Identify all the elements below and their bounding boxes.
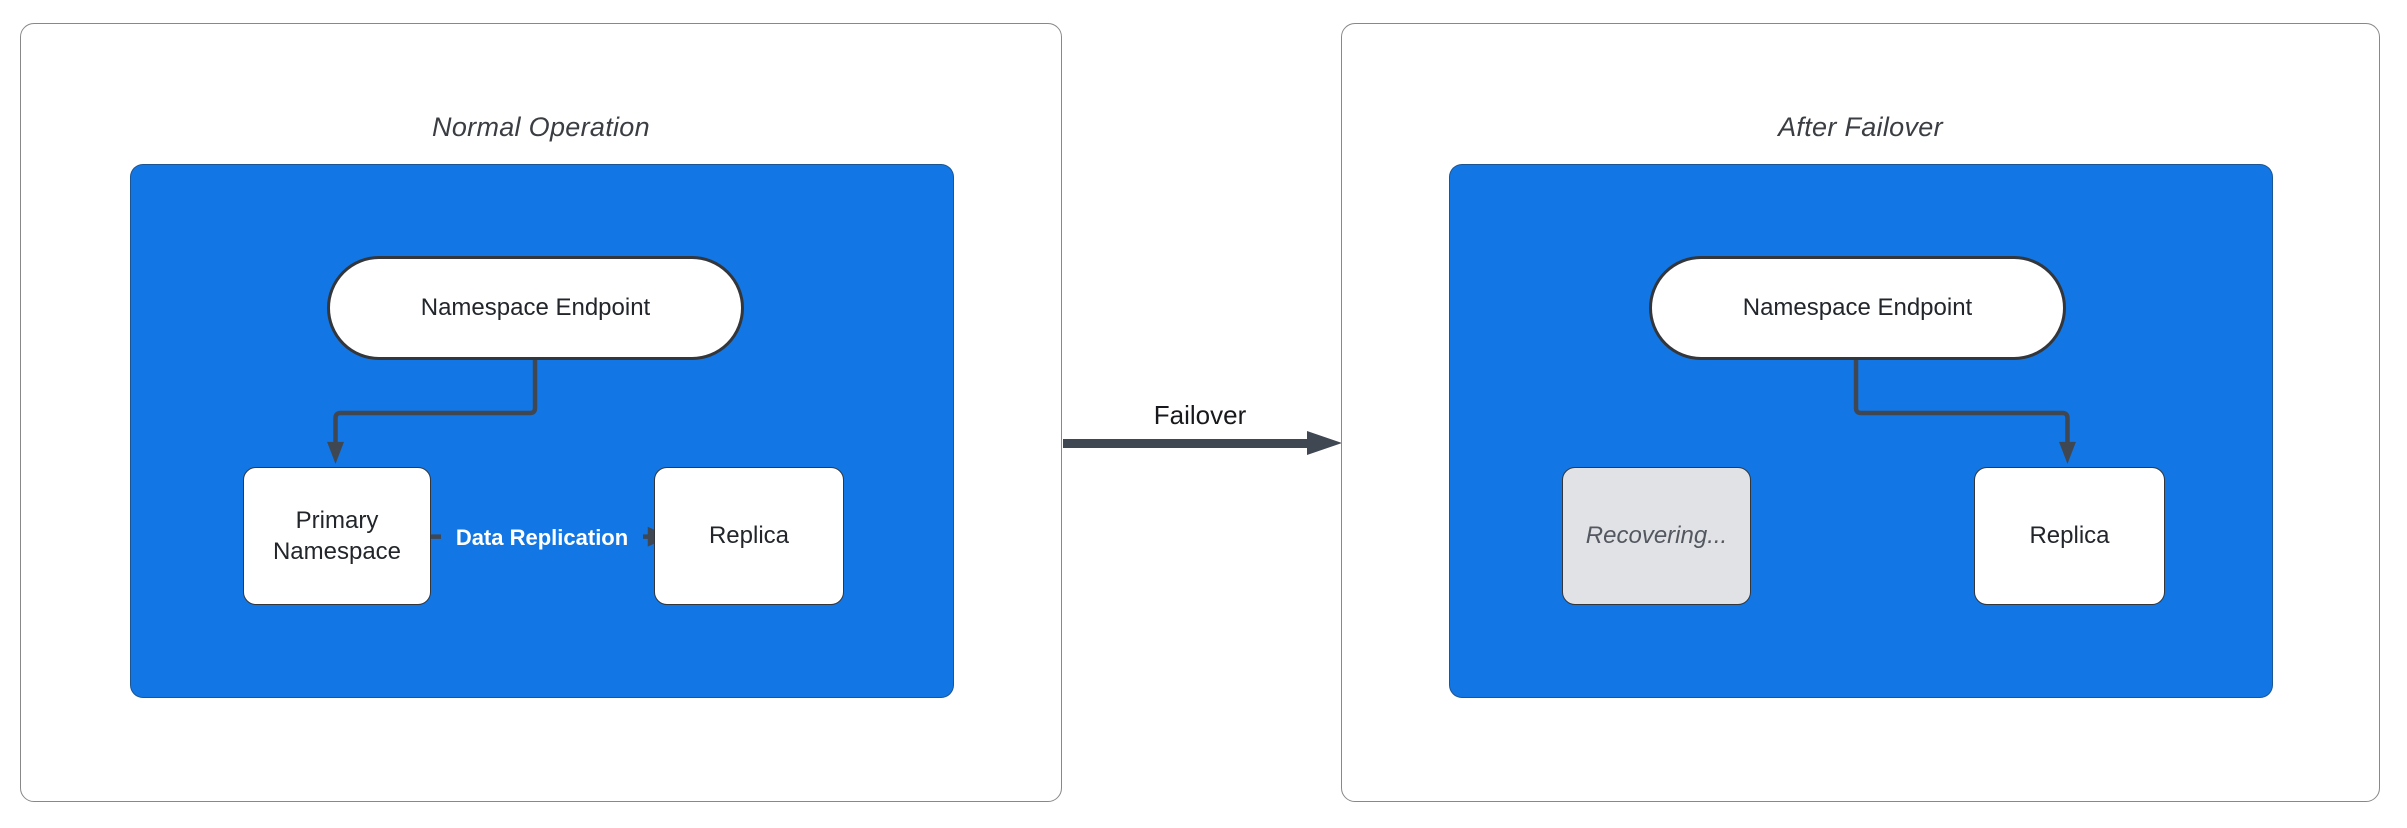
normal-namespace-container	[130, 164, 954, 698]
normal-operation-title: Normal Operation	[432, 112, 650, 142]
normal-operation-panel: Normal Operation Data Replication Namesp…	[20, 23, 1062, 802]
after-failover-title: After Failover	[1778, 112, 1943, 142]
namespace-endpoint-label: Namespace Endpoint	[1742, 294, 1973, 322]
failover-namespace-container	[1449, 164, 2273, 698]
namespace-endpoint-node: Namespace Endpoint	[327, 256, 744, 360]
namespace-endpoint-node: Namespace Endpoint	[1649, 256, 2066, 360]
replica-label: Replica	[708, 522, 790, 550]
replica-node: Replica	[654, 467, 844, 605]
replica-label: Replica	[2029, 522, 2110, 550]
data-replication-label: Data Replication	[441, 523, 643, 553]
primary-namespace-node: Primary Namespace	[243, 467, 431, 605]
failover-arrow-shaft	[1063, 439, 1310, 448]
after-failover-panel: After Failover Namespace Endpoint Recove…	[1341, 23, 2380, 802]
recovering-node: Recovering...	[1562, 467, 1751, 605]
failover-arrow-label: Failover	[1153, 400, 1247, 430]
replica-node: Replica	[1974, 467, 2165, 605]
failover-arrowhead-icon	[1307, 431, 1342, 455]
namespace-endpoint-label: Namespace Endpoint	[420, 294, 651, 322]
primary-namespace-label: Primary Namespace	[272, 506, 402, 565]
recovering-label: Recovering...	[1585, 522, 1728, 550]
